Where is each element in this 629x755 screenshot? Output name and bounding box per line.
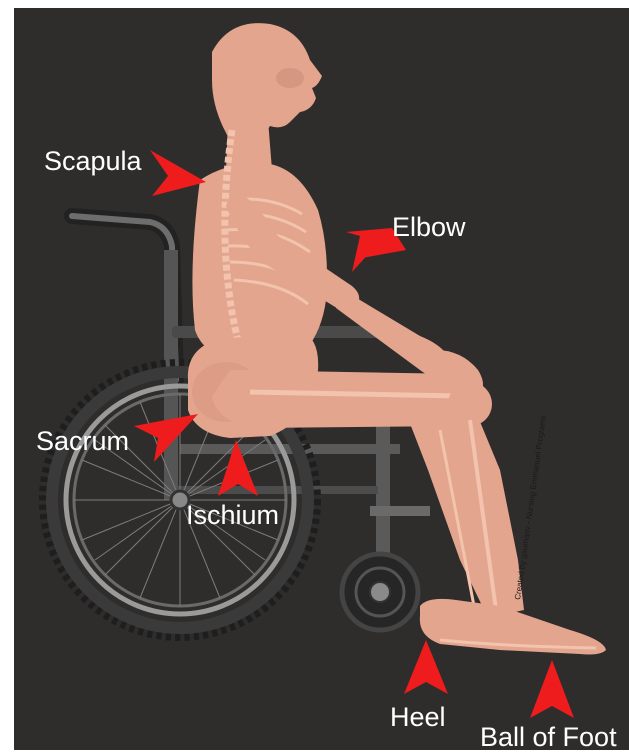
label-elbow: Elbow — [392, 212, 466, 242]
wheelchair-footrest-bar — [370, 506, 430, 516]
skull-eye-socket — [276, 68, 304, 88]
label-ischium: Ischium — [186, 500, 279, 530]
wheelchair-cross-tube — [178, 486, 378, 494]
label-sacrum: Sacrum — [36, 426, 129, 456]
label-heel: Heel — [390, 702, 446, 732]
label-scapula: Scapula — [44, 146, 143, 176]
label-ball-of-foot: Ball of Foot — [480, 722, 617, 750]
caster-hub — [370, 582, 390, 602]
